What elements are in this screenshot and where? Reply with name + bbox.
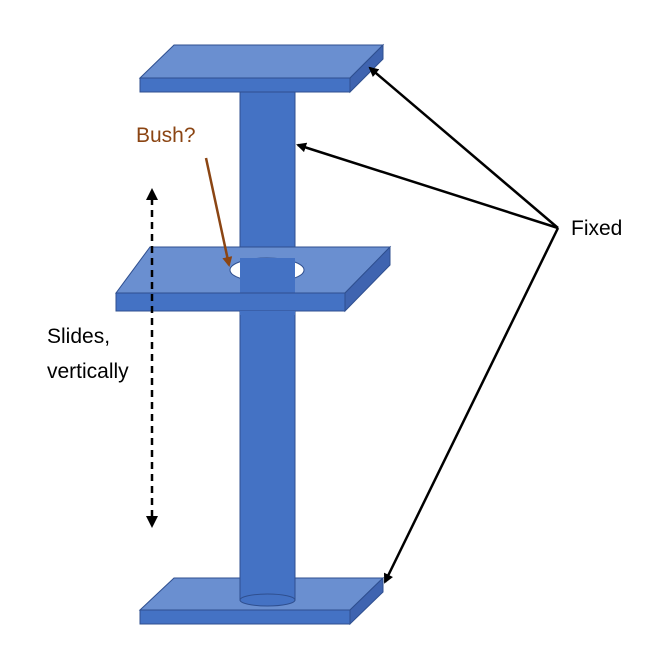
slides-label-line2: vertically xyxy=(47,360,129,383)
sliding-plate xyxy=(115,245,392,315)
top-plate xyxy=(138,43,385,94)
bush-label: Bush? xyxy=(136,124,196,147)
fixed-arrows xyxy=(296,66,560,584)
bush-arrow xyxy=(204,157,233,267)
slides-label-line1: Slides, xyxy=(47,325,110,348)
fixed-label: Fixed xyxy=(571,217,622,240)
slide-arrow xyxy=(146,188,158,528)
shaft xyxy=(239,87,296,607)
